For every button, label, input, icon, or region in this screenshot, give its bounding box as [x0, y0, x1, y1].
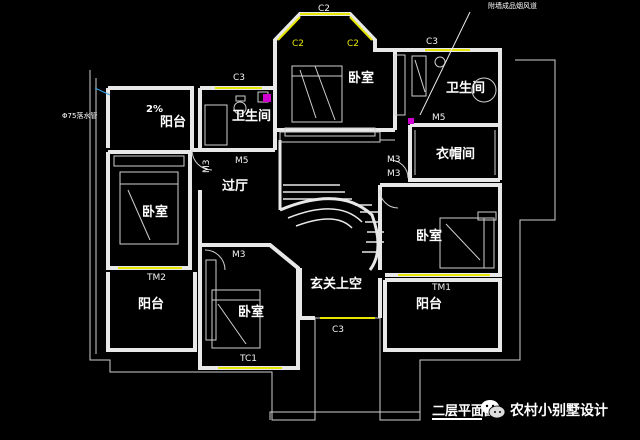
tag-m3-left: M3	[202, 160, 212, 174]
slope-annotation: 2%	[146, 104, 163, 115]
room-label-hallway: 过厅	[222, 178, 248, 194]
doors	[191, 149, 409, 271]
plan-title-underline	[432, 418, 482, 420]
furniture	[113, 54, 497, 349]
tag-tm1: TM1	[431, 283, 451, 293]
room-label-balcony-top-left: 阳台	[160, 114, 186, 130]
room-label-void: 玄关上空	[310, 276, 362, 292]
leader-lines	[94, 11, 471, 116]
tag-c2-right: C2	[347, 39, 359, 49]
tag-c3-right: C3	[426, 37, 438, 47]
drain-pipe-annotation: Φ75落水管	[62, 111, 97, 120]
room-label-bedroom-left: 卧室	[142, 204, 168, 220]
tag-tc1: TC1	[239, 354, 257, 364]
room-label-balcony-bottom-right: 阳台	[416, 296, 442, 312]
windows	[118, 13, 490, 369]
vent-note-annotation: 附墙成品烟风道	[488, 1, 537, 10]
footer: 二层平面图 农村小别墅设计	[432, 398, 637, 424]
tag-c3-top: C3	[233, 73, 245, 83]
tag-tm2: TM2	[146, 273, 166, 283]
room-label-bedroom-right: 卧室	[416, 228, 442, 244]
room-label-bath-top-left: 卫生间	[232, 108, 271, 124]
room-label-bath-top-right: 卫生间	[446, 80, 485, 96]
tag-m3-right-b: M3	[387, 169, 401, 179]
tag-m5-left: M5	[235, 156, 249, 166]
tag-c2-left: C2	[292, 39, 304, 49]
room-label-bedroom-top: 卧室	[348, 70, 374, 86]
room-label-bedroom-bottom: 卧室	[238, 304, 264, 320]
room-label-closet: 衣帽间	[436, 146, 475, 162]
tag-c2-top: C2	[318, 4, 330, 14]
tag-c3-bottom: C3	[332, 325, 344, 335]
tag-m3-right-a: M3	[387, 155, 401, 165]
plan-title: 二层平面图	[432, 404, 498, 419]
vent-markers	[263, 94, 414, 124]
brand-name: 农村小别墅设计	[510, 403, 608, 419]
staircase	[279, 184, 384, 271]
tag-m5-right: M5	[432, 113, 446, 123]
room-label-balcony-bottom-left: 阳台	[138, 296, 164, 312]
tag-m3-lower: M3	[232, 250, 246, 260]
wechat-icon	[481, 400, 506, 419]
